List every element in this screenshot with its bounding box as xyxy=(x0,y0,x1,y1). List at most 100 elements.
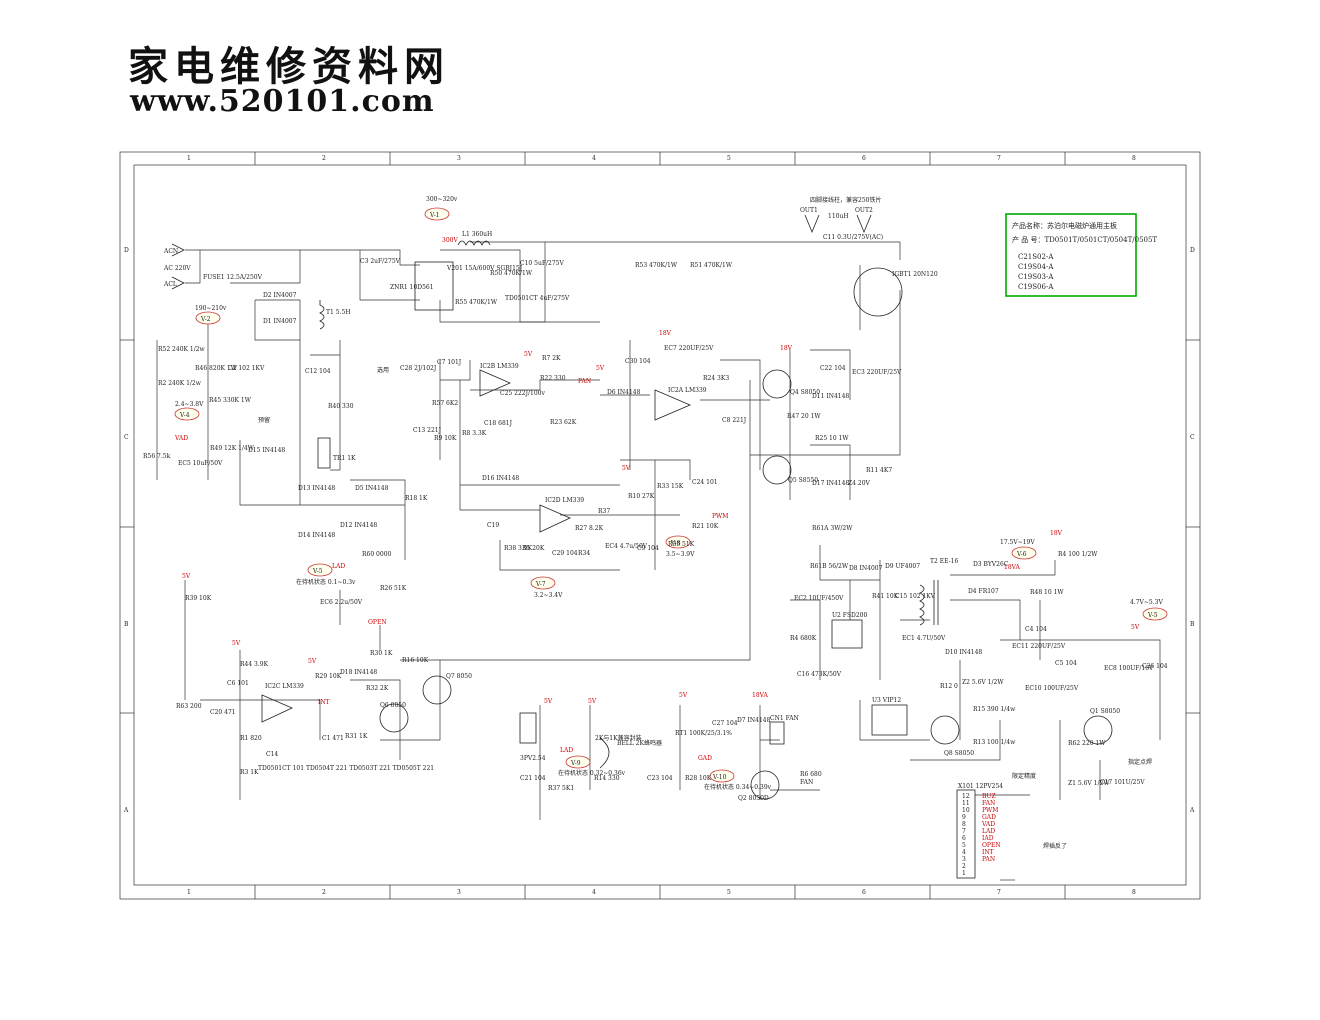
svg-text:5V: 5V xyxy=(524,351,533,358)
svg-text:R1 820: R1 820 xyxy=(240,735,262,742)
svg-text:R11 4K7: R11 4K7 xyxy=(866,467,892,474)
svg-text:D17 IN4148: D17 IN4148 xyxy=(812,480,849,487)
svg-text:300V: 300V xyxy=(442,237,458,244)
transistor-q6 xyxy=(379,703,409,733)
svg-text:产品名称：苏泊尔电磁炉通用主板: 产品名称：苏泊尔电磁炉通用主板 xyxy=(1012,221,1117,230)
svg-text:C3 2uF/275V: C3 2uF/275V xyxy=(360,258,401,265)
svg-text:FAN: FAN xyxy=(982,800,995,807)
svg-text:OPEN: OPEN xyxy=(368,619,387,626)
info-box xyxy=(1005,213,1137,297)
svg-text:GAD: GAD xyxy=(698,755,712,762)
svg-text:R44 3.9K: R44 3.9K xyxy=(240,661,269,668)
svg-text:C: C xyxy=(1190,434,1195,441)
svg-text:2: 2 xyxy=(322,155,326,162)
svg-text:R31 1K: R31 1K xyxy=(345,733,368,740)
svg-text:D12 IN4148: D12 IN4148 xyxy=(340,522,377,529)
svg-text:5V: 5V xyxy=(679,692,688,699)
svg-text:指定点焊: 指定点焊 xyxy=(1128,758,1152,766)
svg-text:R28 10K: R28 10K xyxy=(685,775,712,782)
svg-text:C13 221J: C13 221J xyxy=(413,427,442,434)
svg-text:四脚接线柱，兼容250铁片: 四脚接线柱，兼容250铁片 xyxy=(810,196,881,204)
svg-text:PWM: PWM xyxy=(982,807,998,814)
svg-text:C26 104: C26 104 xyxy=(1142,663,1168,670)
svg-text:Q2 8050D: Q2 8050D xyxy=(738,795,769,802)
svg-text:限定精度: 限定精度 xyxy=(1012,772,1036,780)
svg-text:TD0501CT 4uF/275V: TD0501CT 4uF/275V xyxy=(505,295,570,302)
svg-text:110uH: 110uH xyxy=(828,213,849,220)
terminal-acn xyxy=(171,243,185,257)
svg-text:C19S03-A: C19S03-A xyxy=(1018,273,1054,281)
svg-text:V-9: V-9 xyxy=(570,760,581,767)
svg-text:1: 1 xyxy=(187,889,191,896)
svg-text:Q5 S8550: Q5 S8550 xyxy=(788,477,818,484)
svg-text:D2 IN4007: D2 IN4007 xyxy=(263,292,297,299)
svg-text:R5 20K: R5 20K xyxy=(522,545,545,552)
svg-text:V-2: V-2 xyxy=(200,316,211,323)
svg-text:AC 220V: AC 220V xyxy=(163,265,191,272)
svg-text:A: A xyxy=(123,807,129,814)
svg-text:U2 FSD200: U2 FSD200 xyxy=(832,612,868,619)
svg-text:C9 104: C9 104 xyxy=(637,545,659,552)
svg-text:R4 100 1/2W: R4 100 1/2W xyxy=(1058,551,1098,558)
svg-text:PAN: PAN xyxy=(578,378,591,385)
svg-text:X101 12PV254: X101 12PV254 xyxy=(958,783,1003,790)
svg-text:在待机状态 0.1~0.3v: 在待机状态 0.1~0.3v xyxy=(296,578,356,586)
svg-text:C: C xyxy=(124,434,129,441)
site-url[interactable]: www.520101.com xyxy=(130,84,435,119)
svg-text:Q8 S8050: Q8 S8050 xyxy=(944,750,974,757)
svg-text:PAN: PAN xyxy=(982,856,995,863)
svg-text:5V: 5V xyxy=(232,640,241,647)
svg-text:FAN: FAN xyxy=(800,779,813,786)
svg-text:Q1 S8050: Q1 S8050 xyxy=(1090,708,1120,715)
svg-text:R38 3.9K: R38 3.9K xyxy=(504,545,533,552)
transformer-t2 xyxy=(919,584,925,626)
svg-text:R9 10K: R9 10K xyxy=(434,435,457,442)
svg-text:R34: R34 xyxy=(578,550,590,557)
svg-text:C12 104: C12 104 xyxy=(305,368,331,375)
svg-text:17.5V~19V: 17.5V~19V xyxy=(1000,539,1035,546)
test-point-v5b: 4.7V~5.3V V-5 xyxy=(1130,599,1168,621)
svg-text:CN1 FAN: CN1 FAN xyxy=(770,715,799,722)
svg-text:T1 5.5H: T1 5.5H xyxy=(326,309,351,316)
svg-text:C7 101J: C7 101J xyxy=(437,359,462,366)
svg-text:R57 6K2: R57 6K2 xyxy=(432,400,458,407)
terminal-out2 xyxy=(856,214,872,234)
svg-text:BELL 2K蜂鸣器: BELL 2K蜂鸣器 xyxy=(617,739,662,747)
trim-pot-tr1 xyxy=(317,437,331,469)
svg-text:选用: 选用 xyxy=(377,366,389,374)
svg-text:R25 10 1W: R25 10 1W xyxy=(815,435,849,442)
svg-text:TR1 1K: TR1 1K xyxy=(333,455,356,462)
svg-text:D: D xyxy=(124,247,129,254)
svg-text:在待机状态 0.32~0.36v: 在待机状态 0.32~0.36v xyxy=(558,769,626,777)
svg-text:C19S06-A: C19S06-A xyxy=(1018,283,1054,291)
svg-text:R61B 56/2W: R61B 56/2W xyxy=(810,563,849,570)
svg-text:C29 104: C29 104 xyxy=(552,550,578,557)
svg-text:BUZ: BUZ xyxy=(982,793,996,800)
svg-text:LAD: LAD xyxy=(560,747,573,754)
svg-text:INT: INT xyxy=(982,849,994,856)
svg-text:5: 5 xyxy=(727,155,731,162)
svg-text:3.2~3.4V: 3.2~3.4V xyxy=(534,592,563,599)
svg-text:6: 6 xyxy=(862,155,866,162)
svg-text:IC2B LM339: IC2B LM339 xyxy=(480,363,519,370)
svg-text:3: 3 xyxy=(962,856,966,863)
svg-text:1: 1 xyxy=(962,870,966,877)
svg-text:R61A 3W/2W: R61A 3W/2W xyxy=(812,525,853,532)
test-point-v2: 190~210v V-2 xyxy=(195,305,227,325)
svg-text:产 品 号：TD0501T/0501CT/0504T/0: 产 品 号：TD0501T/0501CT/0504T/0505T xyxy=(1012,235,1157,244)
svg-text:5V: 5V xyxy=(1131,624,1140,631)
svg-text:D10 IN4148: D10 IN4148 xyxy=(945,649,982,656)
svg-text:D3 BYV26C: D3 BYV26C xyxy=(973,561,1009,568)
svg-text:D14 IN4148: D14 IN4148 xyxy=(298,532,335,539)
svg-text:C19: C19 xyxy=(487,522,499,529)
svg-text:C25 222J/100v: C25 222J/100v xyxy=(500,390,545,397)
svg-text:V201 15A/600V SGBJ15J: V201 15A/600V SGBJ15J xyxy=(446,265,523,272)
opamp-ic2c xyxy=(261,694,293,723)
svg-text:5V: 5V xyxy=(622,465,631,472)
svg-text:D11 IN4148: D11 IN4148 xyxy=(812,393,849,400)
svg-text:D13 IN4148: D13 IN4148 xyxy=(298,485,335,492)
test-point-v7: V-7 3.2~3.4V xyxy=(530,576,563,599)
svg-text:预留: 预留 xyxy=(258,416,270,424)
